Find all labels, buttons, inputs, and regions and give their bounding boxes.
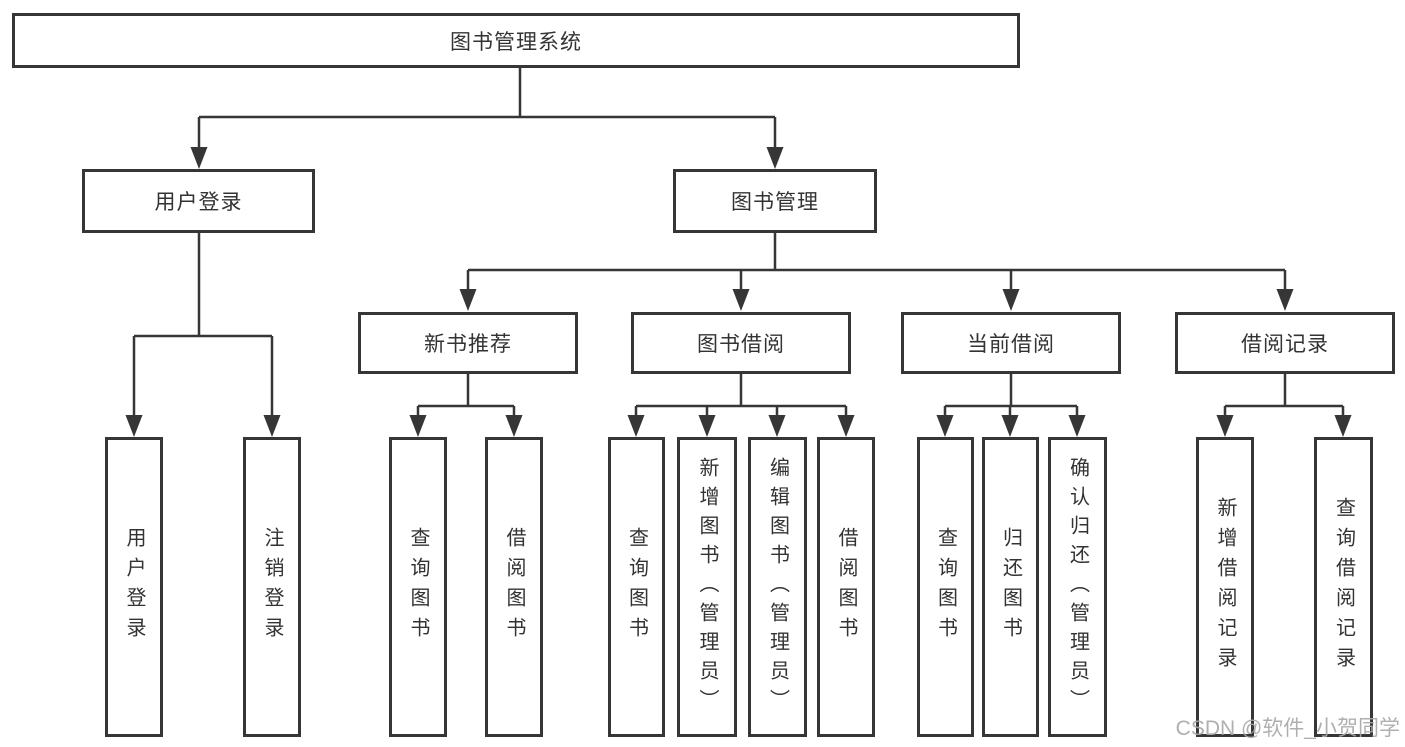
- node-current-borrow: 当前借阅: [901, 312, 1121, 374]
- node-book-management: 图书管理: [673, 169, 877, 233]
- leaf-query-borrow-record: 查询借阅记录: [1314, 437, 1373, 737]
- leaf-borrow-book-recommend: 借阅图书: [485, 437, 543, 737]
- leaf-add-book-admin: 新增图书（管理员）: [677, 437, 737, 737]
- node-user-login: 用户登录: [82, 169, 315, 233]
- node-root-system: 图书管理系统: [12, 13, 1020, 68]
- leaf-return-book: 归还图书: [982, 437, 1039, 737]
- leaf-add-borrow-record: 新增借阅记录: [1196, 437, 1254, 737]
- leaf-edit-book-admin: 编辑图书（管理员）: [748, 437, 807, 737]
- leaf-borrow-book: 借阅图书: [817, 437, 875, 737]
- leaf-query-book-current: 查询图书: [917, 437, 974, 737]
- leaf-query-book-recommend: 查询图书: [389, 437, 447, 737]
- node-borrow-record: 借阅记录: [1175, 312, 1395, 374]
- node-new-book-recommend: 新书推荐: [358, 312, 578, 374]
- leaf-query-book-borrow: 查询图书: [608, 437, 665, 737]
- leaf-logout: 注销登录: [243, 437, 301, 737]
- node-book-borrow: 图书借阅: [631, 312, 851, 374]
- leaf-confirm-return-admin: 确认归还（管理员）: [1048, 437, 1107, 737]
- csdn-watermark: CSDN @软件_小贺同学: [1175, 717, 1400, 740]
- leaf-user-login: 用户登录: [105, 437, 163, 737]
